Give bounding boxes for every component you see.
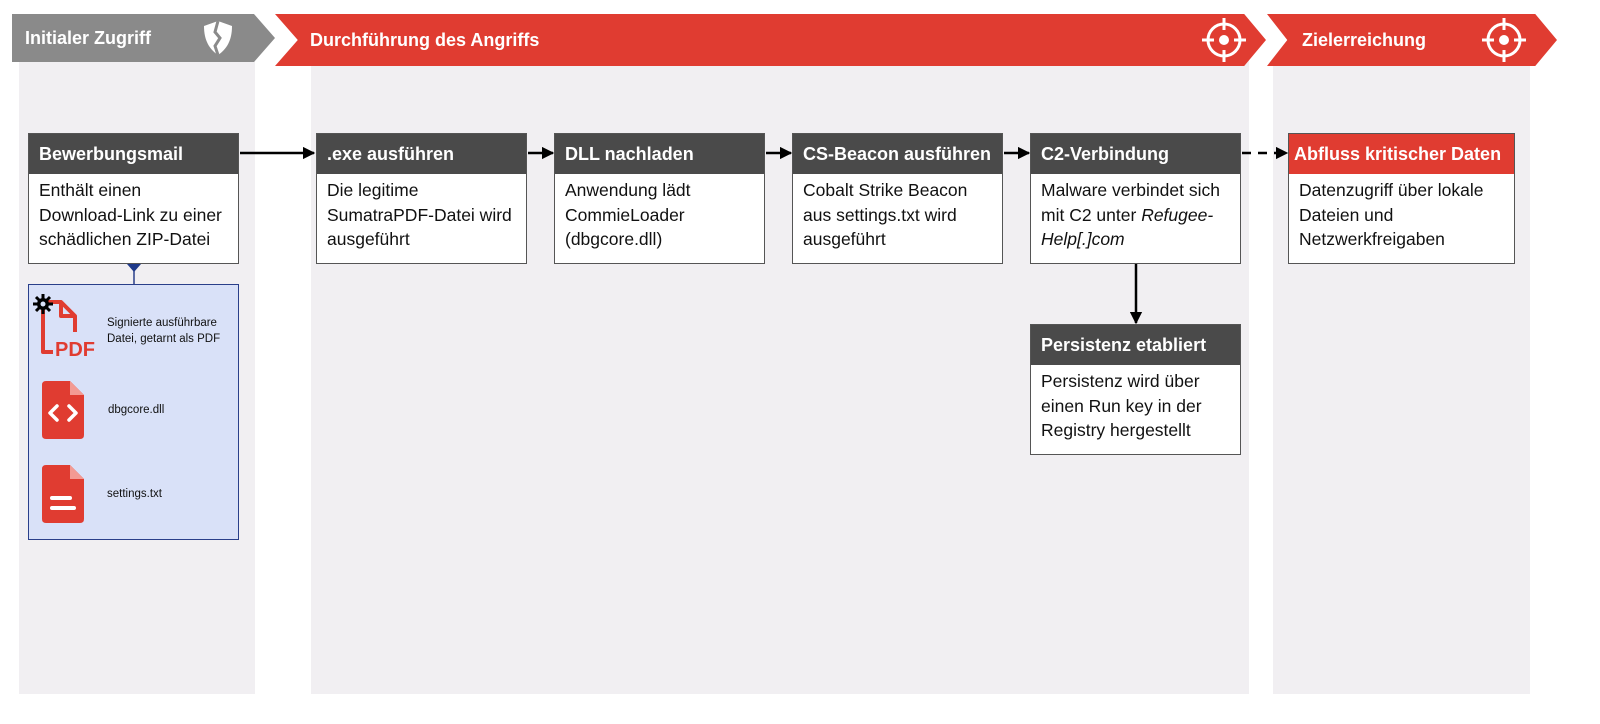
box-description: Anwendung lädt CommieLoader (dbgcore.dll… — [565, 180, 691, 249]
zip-contents-box: PDF Signierte ausführbare Datei, getarnt… — [28, 284, 239, 540]
box-exe: .exe ausführen Die legitime SumatraPDF-D… — [316, 133, 527, 264]
box-title: .exe ausführen — [317, 134, 526, 174]
crosshair-icon — [1482, 18, 1526, 62]
box-title: Bewerbungsmail — [29, 134, 238, 174]
box-description: Persistenz wird über einen Run key in de… — [1041, 371, 1202, 440]
phase-label: Initialer Zugriff — [25, 27, 151, 48]
phase-label: Durchführung des Angriffs — [310, 29, 540, 50]
box-description: Cobalt Strike Beacon aus settings.txt wi… — [803, 180, 968, 249]
phase-initial-access: Initialer Zugriff — [12, 14, 275, 62]
phase-objective: Zielerreichung — [1267, 14, 1557, 66]
box-bewerbungsmail: Bewerbungsmail Enthält einen Download-Li… — [28, 133, 239, 264]
svg-text:PDF: PDF — [55, 339, 95, 358]
box-description: Enthält einen Download-Link zu einer sch… — [39, 180, 222, 249]
box-description: Die legitime SumatraPDF-Datei wird ausge… — [327, 180, 512, 249]
text-file-icon — [42, 465, 84, 523]
box-title: DLL nachladen — [555, 134, 764, 174]
box-c2: C2-Verbindung Malware verbindet sich mit… — [1030, 133, 1241, 264]
box-title: Abfluss kritischer Daten — [1289, 134, 1514, 174]
shield-break-icon — [204, 20, 232, 56]
phase-attack-execution: Durchführung des Angriffs — [275, 14, 1266, 66]
phase-label: Zielerreichung — [1302, 29, 1427, 50]
file-label: dbgcore.dll — [108, 404, 165, 416]
box-persistenz: Persistenz etabliert Persistenz wird übe… — [1030, 324, 1241, 455]
box-description-text: Malware verbindet sich mit C2 unter — [1041, 180, 1220, 225]
box-abfluss: Abfluss kritischer Daten Datenzugriff üb… — [1288, 133, 1515, 264]
box-title: C2-Verbindung — [1031, 134, 1240, 174]
box-beacon: CS-Beacon ausführen Cobalt Strike Beacon… — [792, 133, 1003, 264]
pdf-file-gear-icon: PDF — [33, 294, 95, 358]
c2-domain: Refugee-Help[.]com — [1041, 204, 1214, 250]
file-label: Signierte ausführbare Datei, getarnt als… — [107, 317, 221, 345]
file-label: settings.txt — [107, 488, 162, 500]
box-description: Datenzugriff über lokale Dateien und Net… — [1299, 180, 1484, 249]
box-dll: DLL nachladen Anwendung lädt CommieLoade… — [554, 133, 765, 264]
crosshair-icon — [1202, 18, 1246, 62]
box-title: Persistenz etabliert — [1031, 325, 1240, 365]
box-title: CS-Beacon ausführen — [793, 134, 1002, 174]
box-description: Malware verbindet sich mit C2 unter Refu… — [1031, 174, 1240, 256]
code-file-icon — [42, 381, 84, 439]
